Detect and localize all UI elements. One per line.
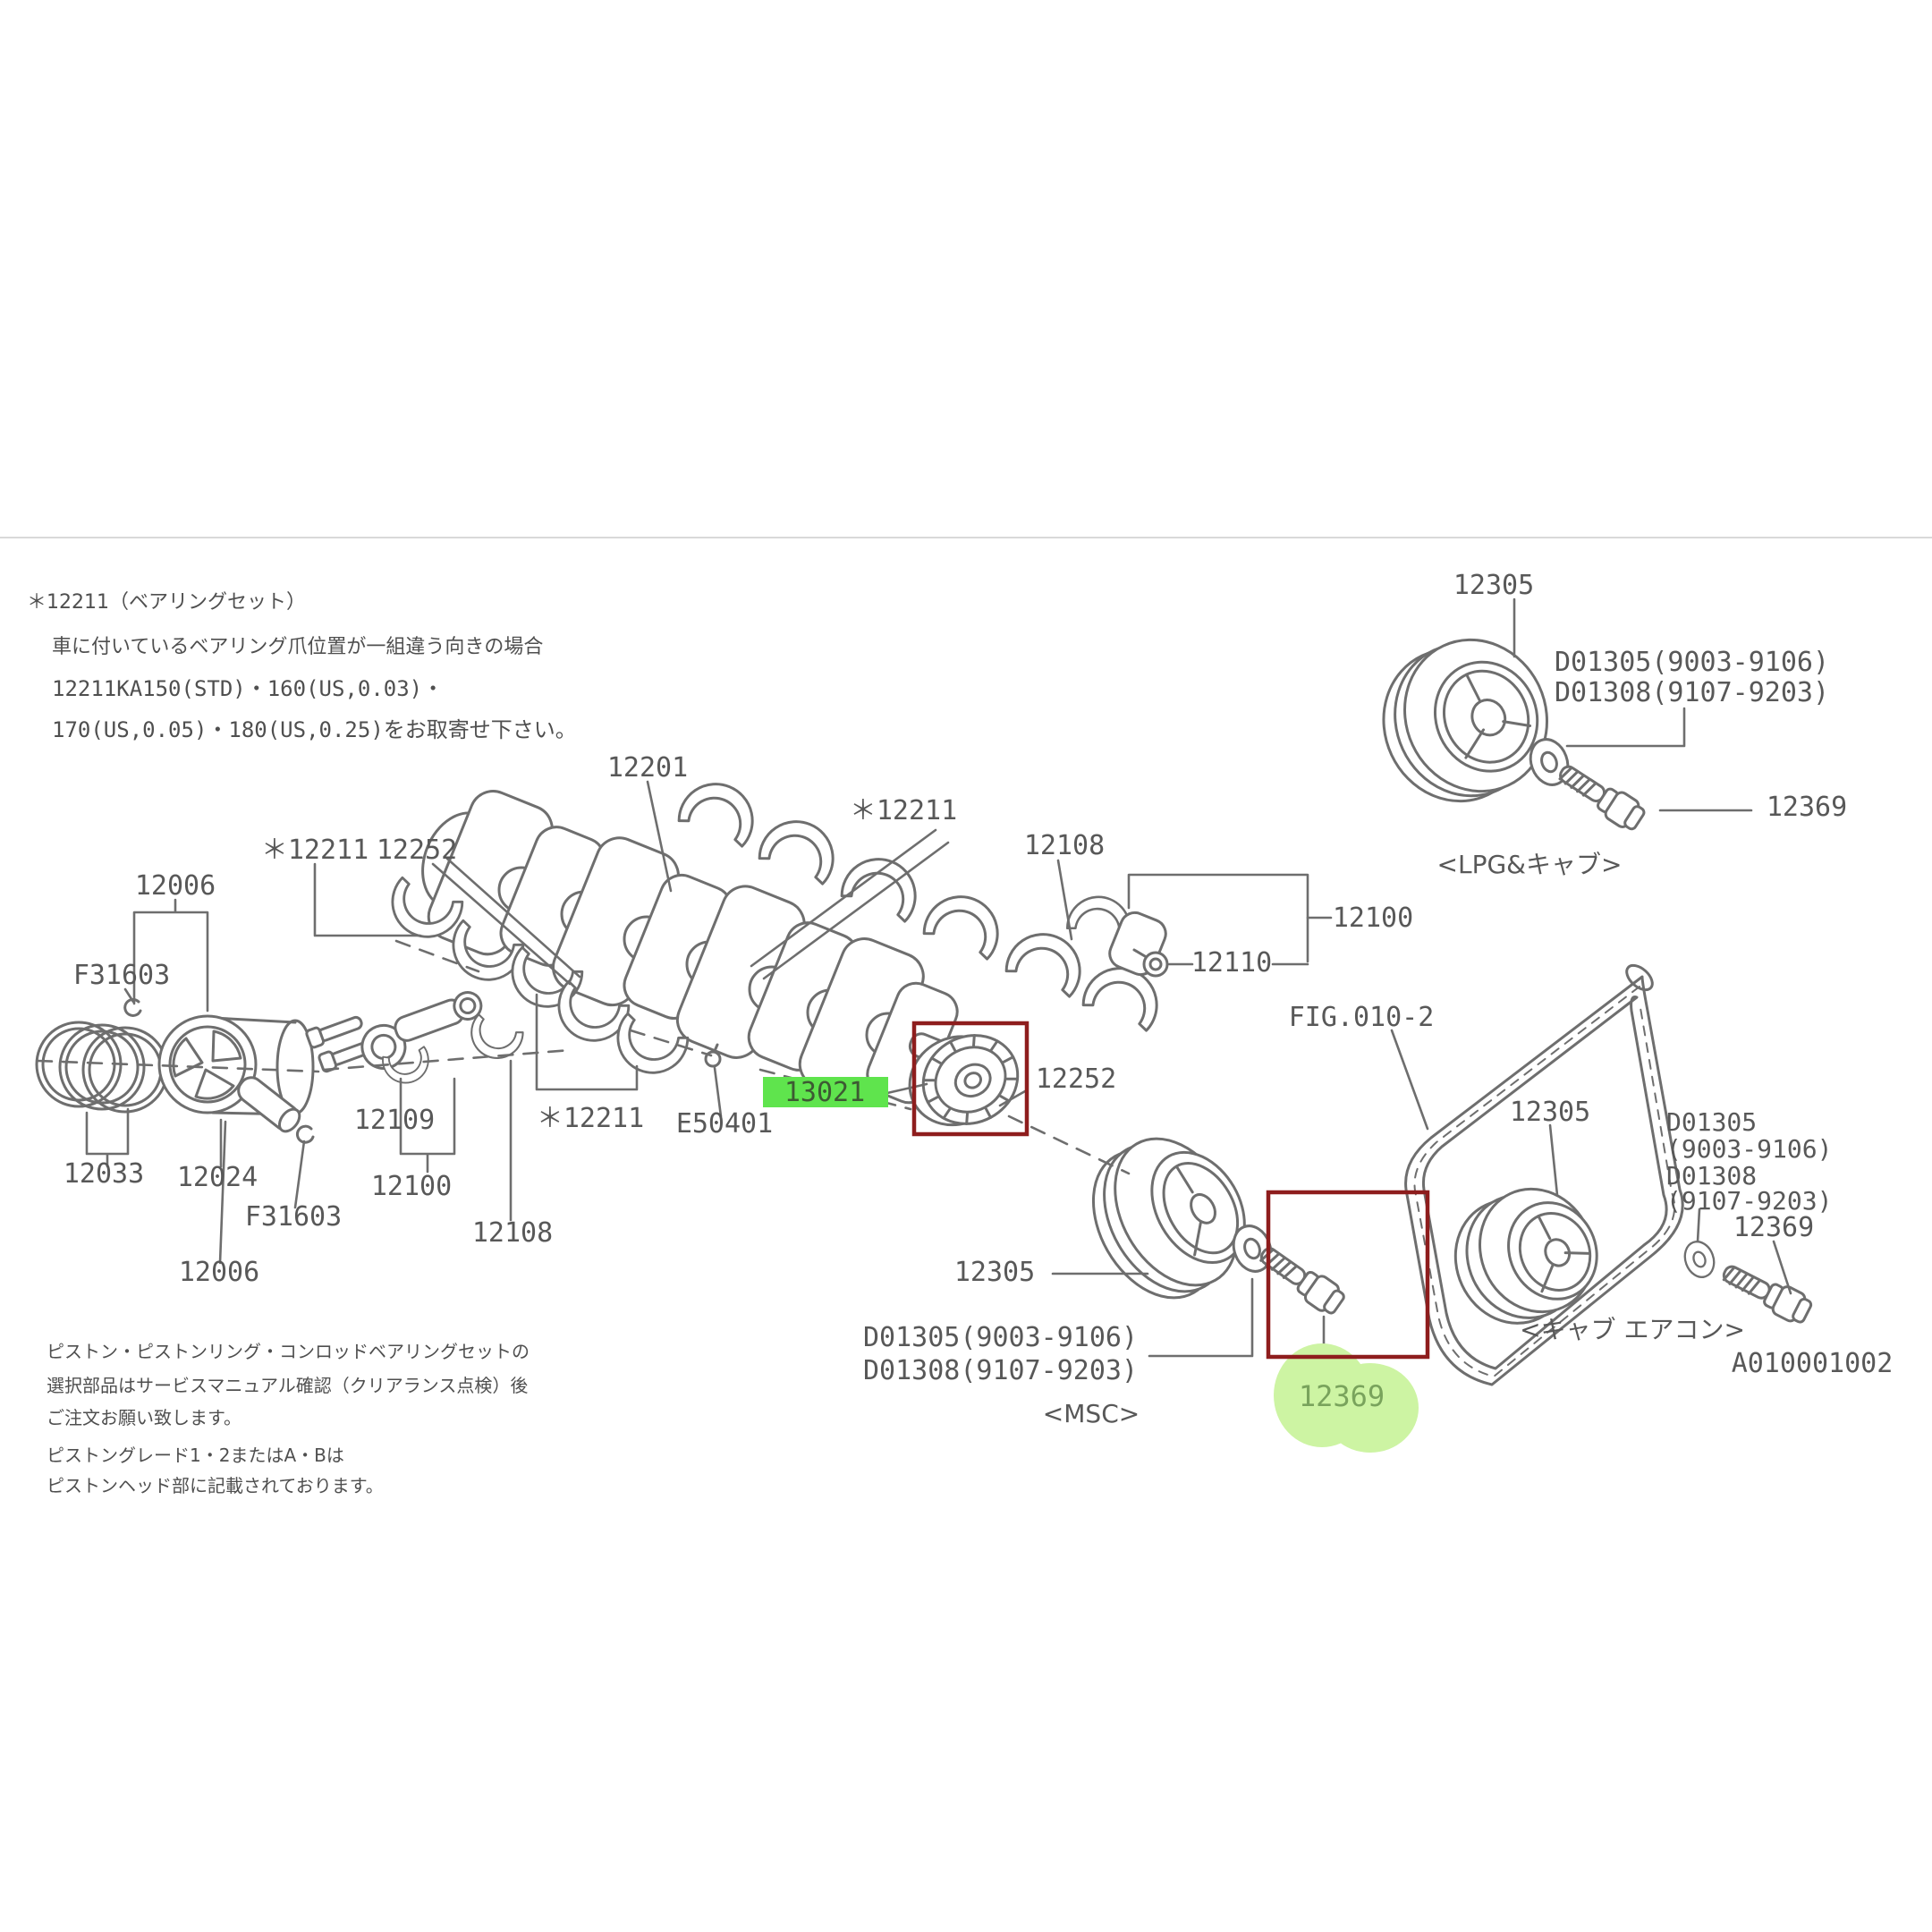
leader-lines [85, 597, 1792, 1374]
note-top-line2: 車に付いているベアリング爪位置が一組違う向きの場合 [52, 636, 543, 658]
part-label-12211-left: ＊12211 [261, 835, 369, 866]
part-label-12006-bottom: 12006 [179, 1257, 259, 1288]
washer-cab-aircon [1683, 1241, 1716, 1278]
pulley-msc-drawing [1091, 1137, 1350, 1319]
pulley-cab-aircon-drawing [1453, 1187, 1816, 1328]
highlight-green-13021 [763, 1077, 888, 1107]
part-label-d01305-br-line1: D01305 [1666, 1107, 1757, 1137]
part-label-12109: 12109 [354, 1105, 435, 1136]
part-label-f31603-bottom: F31603 [245, 1201, 342, 1233]
note-top-line4: 170(US,0.05)・180(US,0.25)をお取寄せ下さい。 [52, 717, 577, 742]
part-label-12100-bottom: 12100 [371, 1171, 452, 1202]
part-label-12100-right: 12100 [1333, 902, 1413, 934]
part-label-d01305-br-line2: (9003-9106) [1666, 1134, 1832, 1164]
part-label-13021-highlighted[interactable]: 13021 [784, 1077, 865, 1108]
part-label-d01308-top-right: D01308(9107-9203) [1555, 677, 1829, 708]
part-label-12211-top: ＊12211 [850, 795, 957, 826]
snap-ring-clip-bottom [295, 1124, 315, 1144]
part-label-12369-bottom-right: 12369 [1733, 1212, 1814, 1243]
part-label-12305-bottom-right: 12305 [1510, 1097, 1590, 1128]
figure-ref-label: FIG.010-2 [1289, 1002, 1435, 1033]
part-label-12024: 12024 [177, 1162, 258, 1193]
note-bottom-line1: ピストン・ピストンリング・コンロッドベアリングセットの [47, 1341, 530, 1362]
part-label-12369-top-right: 12369 [1767, 792, 1847, 823]
note-top-line3: 12211KA150(STD)・160(US,0.03)・ [52, 676, 444, 701]
part-label-d01305-top-right: D01305(9003-9106) [1555, 647, 1829, 678]
main-cap-cluster [1108, 911, 1169, 978]
piston-drawing [157, 1014, 315, 1116]
note-bottom-line2: 選択部品はサービスマニュアル確認（クリアランス点検）後 [47, 1375, 528, 1396]
variant-label-lpg-cab: <LPG&キャブ> [1437, 850, 1623, 879]
note-top-line1: ＊12211（ベアリングセット） [27, 591, 306, 614]
connecting-rod-cluster [305, 991, 483, 1089]
variant-label-msc: <MSC> [1043, 1399, 1140, 1428]
part-label-d01308-br-line2: (9107-9203) [1666, 1186, 1832, 1216]
piston-pin-drawing [123, 997, 315, 1144]
part-label-12110: 12110 [1191, 947, 1272, 979]
part-label-12211-bottom: ＊12211 [537, 1103, 644, 1134]
part-label-d01308-br-line1: D01308 [1666, 1161, 1757, 1191]
part-label-12108-top: 12108 [1024, 830, 1105, 861]
part-label-12033: 12033 [64, 1158, 144, 1190]
piston-rings [35, 1021, 169, 1114]
pulley-lpg-drawing [1382, 638, 1649, 835]
part-label-d01308-mid: D01308(9107-9203) [863, 1355, 1138, 1386]
part-label-d01305-mid: D01305(9003-9106) [863, 1322, 1138, 1353]
part-label-12252-right: 12252 [1036, 1063, 1116, 1095]
note-bottom-line4: ピストングレード1・2またはA・Bは [47, 1445, 344, 1466]
part-label-12006-top: 12006 [135, 870, 216, 902]
red-box-sprocket [911, 1021, 1030, 1137]
part-label-e50401: E50401 [676, 1108, 773, 1140]
part-label-12252-left: 12252 [377, 835, 457, 866]
note-block-top: ＊12211（ベアリングセット） 車に付いているベアリング爪位置が一組違う向きの… [27, 591, 577, 742]
part-label-12108-bottom: 12108 [472, 1217, 553, 1249]
highlight-blob-12369 [1274, 1343, 1419, 1453]
note-bottom-line3: ご注文お願い致します。 [47, 1407, 242, 1428]
red-box-bolt [1266, 1190, 1430, 1360]
part-label-12369-highlighted[interactable]: 12369 [1299, 1379, 1385, 1413]
note-bottom-line5: ピストンヘッド部に記載されております。 [47, 1475, 384, 1496]
note-block-bottom: ピストン・ピストンリング・コンロッドベアリングセットの 選択部品はサービスマニュ… [47, 1341, 530, 1496]
variant-label-cab-aircon: <キャブ エアコン> [1520, 1315, 1745, 1344]
diagram-code-label: A010001002 [1732, 1348, 1894, 1379]
part-label-f31603-top: F31603 [73, 960, 170, 991]
part-label-12201: 12201 [607, 752, 688, 784]
part-label-12305-mid: 12305 [954, 1257, 1035, 1288]
part-label-12305-top-right: 12305 [1453, 570, 1534, 601]
woodruff-key-drawing [704, 1043, 722, 1068]
